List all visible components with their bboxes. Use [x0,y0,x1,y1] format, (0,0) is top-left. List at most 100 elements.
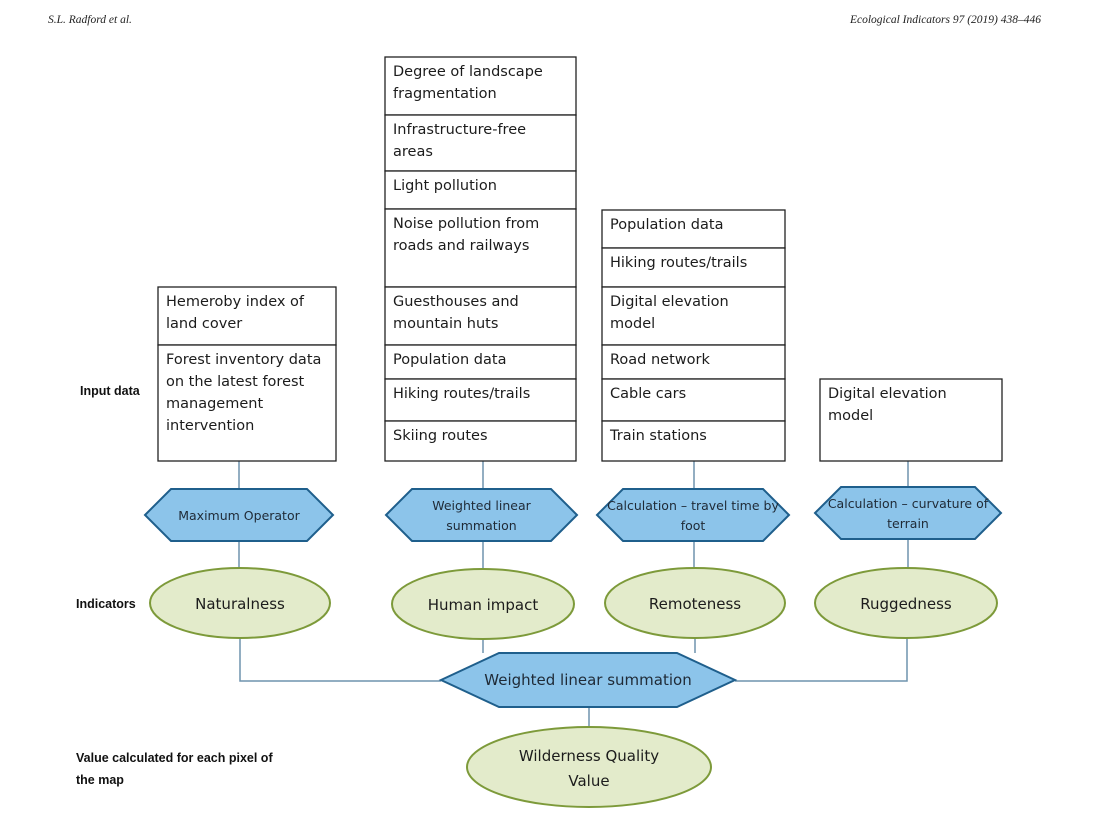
input-cell: Guesthouses and mountain huts [384,286,577,346]
input-cell-text: Population data [393,352,506,368]
input-cell-text: Infrastructure-free [393,122,526,138]
input-cell: Train stations [601,420,786,462]
operation-hexagons: Maximum Operator Weighted linear summation… [143,486,1003,708]
operation-hexagon-human-impact: Weighted linear summation [384,488,579,542]
input-cell-text: Skiing routes [393,428,488,444]
input-cell-text: Noise pollution from [393,216,539,232]
indicator-ruggedness: Ruggedness [814,567,998,639]
result-label: Wilderness Quality [519,747,659,765]
indicator-human-impact: Human impact [391,568,575,640]
row-label-value-line1: Value calculated for each pixel of [76,751,273,765]
input-cell-text: Digital elevation [610,294,729,310]
input-cell-border [384,208,577,288]
input-cell: Digital elevation model [819,378,1003,462]
input-cell: Hiking routes/trails [384,378,577,422]
input-cell: Population data [601,209,786,249]
input-cell-text: mountain huts [393,316,498,332]
indicator-naturalness: Naturalness [149,567,331,639]
input-cell-text: Population data [610,217,723,233]
operation-label: Maximum Operator [178,508,300,523]
operation-hexagon-ruggedness: Calculation – curvature of terrain [813,486,1003,540]
ellipse-shape [814,567,998,639]
input-cell: Skiing routes [384,420,577,462]
connector-line [735,638,908,682]
aggregation-label: Weighted linear summation [484,671,691,689]
input-cell-text: Degree of landscape [393,64,543,80]
indicator-label: Ruggedness [860,595,952,613]
input-cell: Digital elevation model [601,286,786,346]
indicator-label: Naturalness [195,595,285,613]
input-cell-border [384,378,577,422]
input-cell-text: Light pollution [393,178,497,194]
input-cell-border [157,344,337,462]
input-cell-text: land cover [166,316,242,332]
result-label: Value [568,772,609,790]
input-cell-text: roads and railways [393,238,529,254]
ellipse-shape [604,567,786,639]
operation-label: terrain [887,516,929,531]
input-cell-border [601,209,786,249]
ellipse-shape [149,567,331,639]
input-cell: Hiking routes/trails [601,247,786,288]
input-cell-text: model [610,316,655,332]
connector-line [239,638,441,682]
input-cell-border [384,56,577,116]
input-cell: Hemeroby index of land cover [157,286,337,346]
input-cell-border [157,286,337,346]
input-cell-border [601,420,786,462]
input-cell-text: model [828,408,873,424]
input-cell-border [601,378,786,422]
hexagon-shape [143,488,335,542]
input-cell: Cable cars [601,378,786,422]
operation-label: Calculation – curvature of [828,496,989,511]
operation-label: Calculation – travel time by [607,498,779,513]
indicator-ellipses: Naturalness Human impact Remoteness Ruggedn… [149,567,998,808]
running-header-journal: Ecological Indicators 97 (2019) 438–446 [849,14,1041,26]
input-box-human-impact: Degree of landscape fragmentationInfrastr… [384,56,577,462]
aggregation-hexagon: Weighted linear summation [438,652,738,708]
input-cell-border [819,378,1003,462]
input-cell: Degree of landscape fragmentation [384,56,577,116]
input-cell-text: Cable cars [610,386,686,402]
input-cell: Infrastructure-free areas [384,114,577,172]
hexagon-shape [384,488,579,542]
hexagon-shape [595,488,791,542]
input-cell-text: intervention [166,418,254,434]
input-cell-text: management [166,396,263,412]
input-cell-text: Digital elevation [828,386,947,402]
ellipse-shape [391,568,575,640]
row-label-indicators: Indicators [76,597,136,611]
operation-hexagon-naturalness: Maximum Operator [143,488,335,542]
connectors [238,461,909,727]
input-box-ruggedness: Digital elevation model [819,378,1003,462]
indicator-label: Remoteness [649,595,741,613]
input-cell-text: Hemeroby index of [166,294,305,310]
input-cell-border [384,286,577,346]
input-cell: Light pollution [384,170,577,210]
input-cell-text: Road network [610,352,710,368]
operation-label: Weighted linear [432,498,531,513]
operation-label: summation [446,518,516,533]
row-label-input-data: Input data [80,384,141,398]
input-cell: Road network [601,344,786,380]
input-cell-text: Guesthouses and [393,294,519,310]
running-header-authors: S.L. Radford et al. [48,14,132,26]
input-cell: Forest inventory data on the latest fores… [157,344,337,462]
indicator-label: Human impact [428,596,539,614]
input-cell: Population data [384,344,577,380]
input-cell-border [384,420,577,462]
input-cell-text: fragmentation [393,86,497,102]
input-cell-text: on the latest forest [166,374,305,390]
hexagon-shape [438,652,738,708]
row-label-value-line2: the map [76,773,124,787]
input-cell-border [384,344,577,380]
ellipse-shape [466,726,712,808]
input-cell-text: Forest inventory data [166,352,321,368]
indicator-remoteness: Remoteness [604,567,786,639]
input-cell-text: areas [393,144,433,160]
